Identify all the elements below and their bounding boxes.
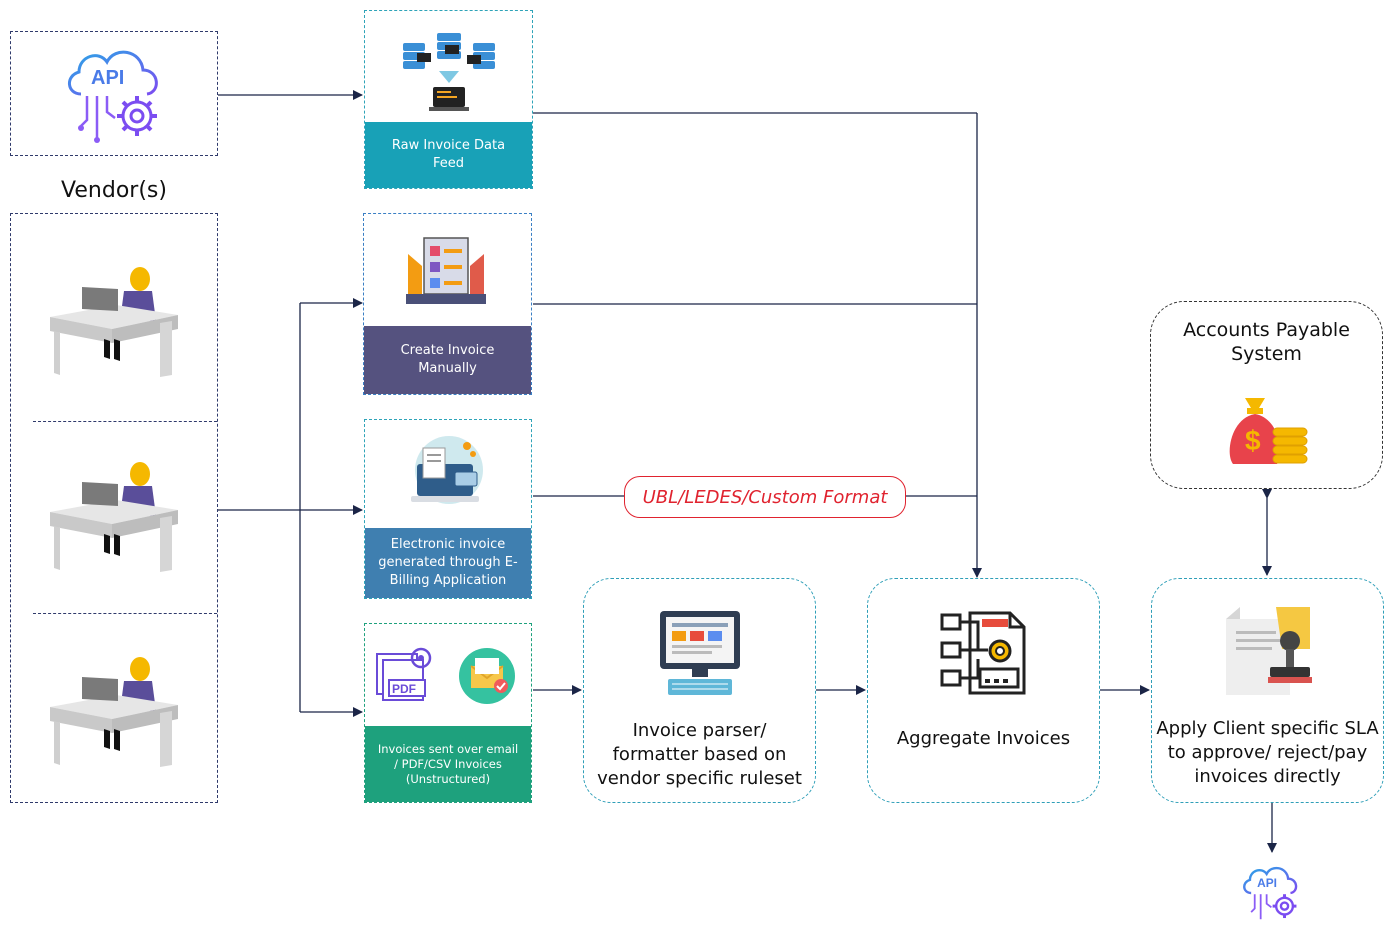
- svg-text:API: API: [1257, 876, 1277, 890]
- computer-monitor-icon: [660, 611, 740, 695]
- stamp-approval-icon: [1226, 607, 1312, 695]
- vendor-divider: [33, 421, 217, 422]
- ap-system-box: Accounts Payable System $: [1150, 301, 1383, 489]
- email-label: Invoices sent over email / PDF/CSV Invoi…: [365, 726, 531, 802]
- laptop-billing-icon: [411, 436, 483, 504]
- person-at-desk-icon: [50, 462, 178, 572]
- vendors-label: Vendor(s): [61, 178, 167, 203]
- aggregate-label: Aggregate Invoices: [896, 728, 1071, 749]
- sla-box: Apply Client specific SLA to approve/ re…: [1151, 578, 1384, 803]
- api-cloud-gear-icon: API: [1243, 866, 1298, 920]
- aggregate-box: Aggregate Invoices: [867, 578, 1100, 803]
- api-source-box: API: [10, 31, 218, 156]
- database-server-icon: [403, 33, 495, 111]
- email-box: PDF Invoices sent over email / PDF/CSV I…: [364, 623, 532, 803]
- svg-text:$: $: [1245, 425, 1261, 456]
- pdf-document-icon: PDF: [376, 647, 432, 701]
- ap-label: Accounts Payable System: [1183, 319, 1350, 365]
- vendor-divider: [33, 613, 217, 614]
- electronic-box: Electronic invoice generated through E-B…: [364, 419, 532, 599]
- manual-box: Create Invoice Manually: [363, 213, 532, 395]
- raw-feed-box: Raw Invoice Data Feed: [364, 10, 533, 189]
- email-envelope-icon: [459, 648, 515, 704]
- vendors-box: [10, 213, 218, 803]
- parser-box: Invoice parser/ formatter based on vendo…: [583, 578, 816, 803]
- sla-label: Apply Client specific SLA to approve/ re…: [1156, 718, 1379, 787]
- api-cloud-gear-icon: API: [68, 50, 158, 143]
- svg-text:PDF: PDF: [392, 682, 416, 696]
- checklist-clipboard-icon: [406, 237, 486, 304]
- manual-label: Create Invoice Manually: [364, 326, 531, 394]
- electronic-label: Electronic invoice generated through E-B…: [365, 528, 531, 598]
- format-label: UBL/LEDES/Custom Format: [624, 476, 906, 518]
- document-gear-icon: [940, 611, 1026, 695]
- person-at-desk-icon: [50, 267, 178, 377]
- parser-label: Invoice parser/ formatter based on vendo…: [597, 720, 802, 789]
- person-at-desk-icon: [50, 657, 178, 767]
- raw-feed-label: Raw Invoice Data Feed: [365, 122, 532, 188]
- money-bag-icon: $: [1229, 398, 1308, 464]
- svg-text:API: API: [91, 67, 124, 89]
